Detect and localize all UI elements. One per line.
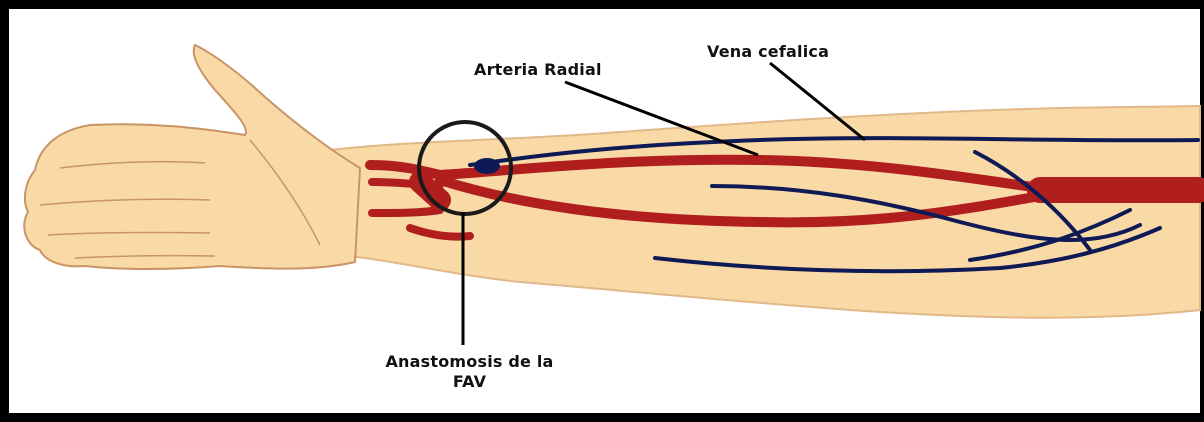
anastomosis-label: Anastomosis de la FAV [362,352,577,392]
hand-shape [24,45,360,269]
anastomosis-vein-knot [474,158,500,174]
arteria-radial-label: Arteria Radial [474,60,602,79]
anastomosis-label-line2: FAV [362,372,577,392]
vena-cefalica-label: Vena cefalica [707,42,829,61]
anastomosis-label-line1: Anastomosis de la [362,352,577,372]
